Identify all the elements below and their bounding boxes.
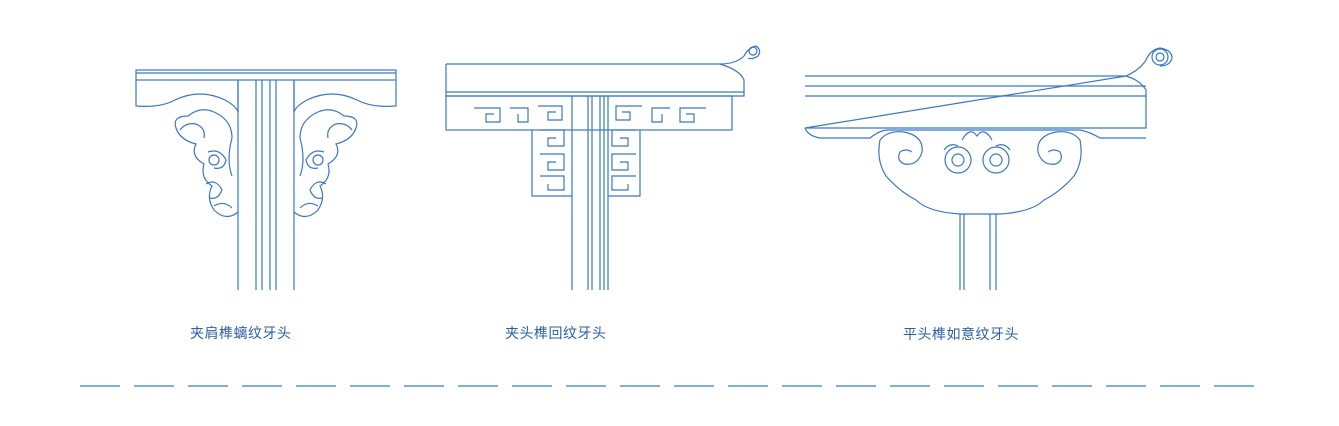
figure-1-strokes	[135, 69, 397, 290]
apron-left	[135, 80, 239, 113]
dashed-divider	[80, 385, 1260, 387]
apron-right	[293, 80, 397, 113]
figure-2-strokes	[445, 45, 761, 290]
top-board	[805, 47, 1173, 77]
top-board	[446, 45, 761, 65]
fret-right-frame	[608, 130, 641, 197]
fret-left-frame	[531, 130, 572, 197]
figure-3-strokes	[804, 47, 1173, 290]
ruyi-right-scroll	[1037, 131, 1081, 165]
ruyi-center-right	[982, 146, 1010, 174]
apron	[445, 95, 733, 131]
left-dragon-outline	[174, 109, 239, 218]
caption-figure-2: 夹头榫回纹牙头	[505, 326, 607, 342]
ruyi-left-scroll	[879, 131, 923, 165]
ruyi-center-left	[944, 146, 972, 174]
top-plank	[135, 69, 397, 81]
caption-figure-1: 夹肩榫螭纹牙头	[190, 326, 292, 342]
right-dragon-outline	[293, 109, 358, 218]
caption-figure-3: 平头榫如意纹牙头	[903, 327, 1019, 343]
